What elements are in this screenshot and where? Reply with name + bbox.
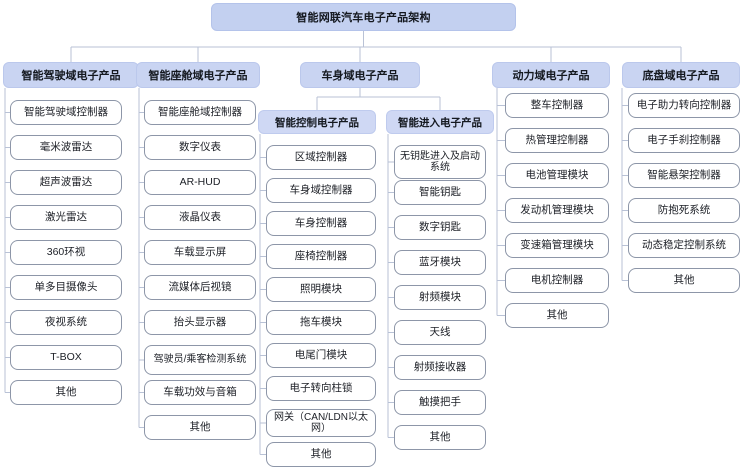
leaf-smart-control-9: 其他	[266, 442, 376, 467]
leaf-chassis-2: 智能悬架控制器	[628, 163, 740, 188]
domain-header-chassis: 底盘域电子产品	[622, 62, 740, 88]
leaf-powertrain-4: 变速箱管理模块	[505, 233, 609, 258]
leaf-smart-entry-8: 其他	[394, 425, 486, 450]
leaf-cockpit-1: 数字仪表	[144, 135, 256, 160]
leaf-cockpit-5: 流媒体后视镜	[144, 275, 256, 300]
leaf-cockpit-6: 抬头显示器	[144, 310, 256, 335]
domain-header-adas: 智能驾驶域电子产品	[3, 62, 139, 88]
leaf-cockpit-8: 车载功效与音箱	[144, 380, 256, 405]
domain-header-powertrain: 动力域电子产品	[492, 62, 610, 88]
leaf-powertrain-6: 其他	[505, 303, 609, 328]
leaf-chassis-1: 电子手刹控制器	[628, 128, 740, 153]
leaf-smart-control-3: 座椅控制器	[266, 244, 376, 269]
leaf-cockpit-0: 智能座舱域控制器	[144, 100, 256, 125]
subgroup-header-smart-control: 智能控制电子产品	[258, 110, 376, 134]
leaf-smart-entry-7: 触摸把手	[394, 390, 486, 415]
leaf-smart-entry-4: 射频模块	[394, 285, 486, 310]
leaf-adas-5: 单多目摄像头	[10, 275, 122, 300]
leaf-smart-control-8: 网关（CAN/LDN以太网）	[266, 409, 376, 437]
leaf-adas-7: T-BOX	[10, 345, 122, 370]
leaf-smart-control-0: 区域控制器	[266, 145, 376, 170]
leaf-adas-4: 360环视	[10, 240, 122, 265]
leaf-powertrain-0: 整车控制器	[505, 93, 609, 118]
leaf-adas-8: 其他	[10, 380, 122, 405]
domain-header-body: 车身域电子产品	[300, 62, 420, 88]
leaf-smart-control-5: 拖车模块	[266, 310, 376, 335]
leaf-smart-control-2: 车身控制器	[266, 211, 376, 236]
leaf-chassis-0: 电子助力转向控制器	[628, 93, 740, 118]
subgroup-header-smart-entry: 智能进入电子产品	[386, 110, 494, 134]
leaf-smart-control-1: 车身域控制器	[266, 178, 376, 203]
leaf-chassis-3: 防抱死系统	[628, 198, 740, 223]
leaf-chassis-5: 其他	[628, 268, 740, 293]
leaf-cockpit-4: 车载显示屏	[144, 240, 256, 265]
leaf-smart-entry-1: 智能钥匙	[394, 180, 486, 205]
leaf-adas-0: 智能驾驶域控制器	[10, 100, 122, 125]
leaf-smart-entry-3: 蓝牙模块	[394, 250, 486, 275]
leaf-smart-control-7: 电子转向柱锁	[266, 376, 376, 401]
leaf-chassis-4: 动态稳定控制系统	[628, 233, 740, 258]
leaf-cockpit-9: 其他	[144, 415, 256, 440]
leaf-powertrain-5: 电机控制器	[505, 268, 609, 293]
leaf-cockpit-2: AR-HUD	[144, 170, 256, 195]
leaf-powertrain-2: 电池管理模块	[505, 163, 609, 188]
leaf-adas-6: 夜视系统	[10, 310, 122, 335]
leaf-smart-entry-5: 天线	[394, 320, 486, 345]
leaf-adas-2: 超声波雷达	[10, 170, 122, 195]
leaf-smart-control-4: 照明模块	[266, 277, 376, 302]
leaf-powertrain-3: 发动机管理模块	[505, 198, 609, 223]
domain-header-cockpit: 智能座舱域电子产品	[136, 62, 260, 88]
leaf-cockpit-7: 驾驶员/乘客检测系统	[144, 345, 256, 375]
leaf-powertrain-1: 热管理控制器	[505, 128, 609, 153]
leaf-smart-entry-6: 射频接收器	[394, 355, 486, 380]
leaf-smart-entry-0: 无钥匙进入及启动系统	[394, 145, 486, 179]
leaf-cockpit-3: 液晶仪表	[144, 205, 256, 230]
leaf-adas-3: 激光雷达	[10, 205, 122, 230]
leaf-smart-entry-2: 数字钥匙	[394, 215, 486, 240]
leaf-adas-1: 毫米波雷达	[10, 135, 122, 160]
leaf-smart-control-6: 电尾门模块	[266, 343, 376, 368]
diagram-root-title: 智能网联汽车电子产品架构	[211, 3, 516, 31]
